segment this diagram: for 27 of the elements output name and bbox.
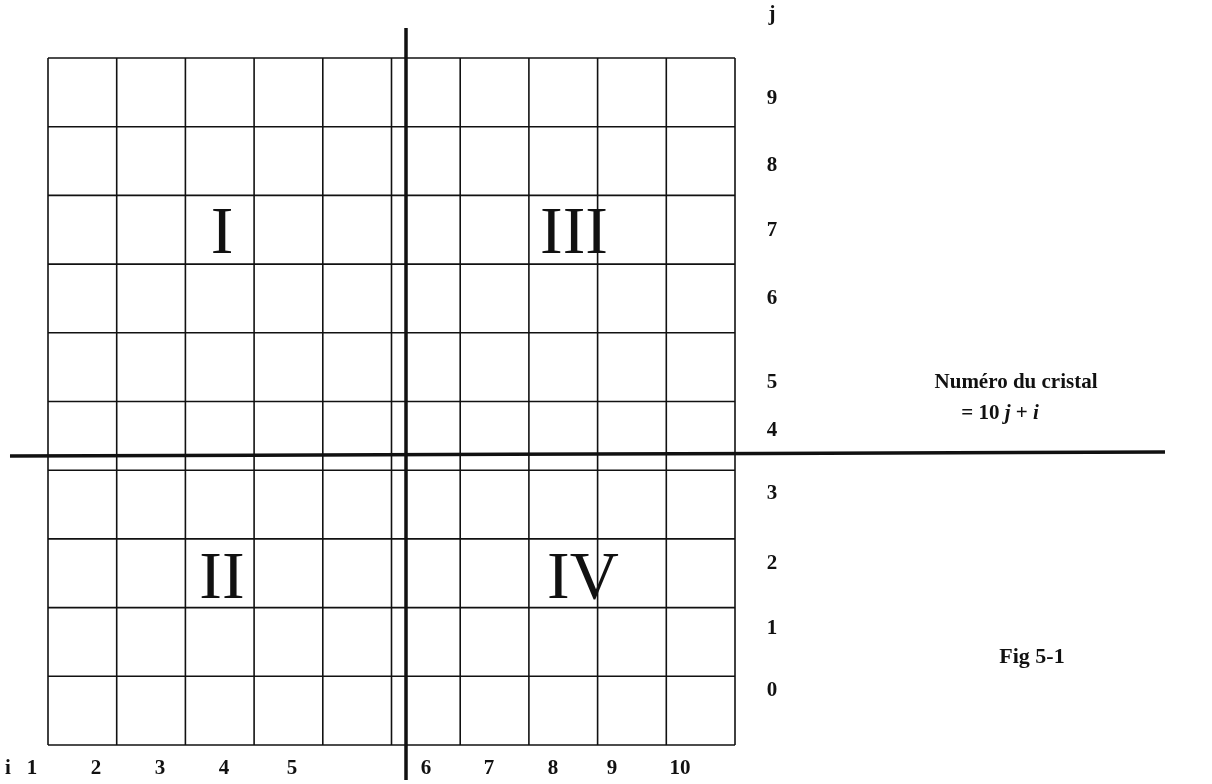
- axis-tick-label: 9: [766, 84, 778, 112]
- axis-tick-label: 3: [154, 754, 166, 782]
- axis-tick-label: 2: [90, 754, 102, 782]
- axis-tick-label: 0: [766, 676, 778, 704]
- quadrant-numeral: II: [199, 541, 245, 609]
- axis-tick-label: 8: [547, 754, 559, 782]
- axis-tick-label: 6: [766, 284, 778, 312]
- axis-tick-label: 1: [26, 754, 38, 782]
- axis-tick-label: 5: [766, 368, 778, 396]
- formula-note: Numéro du cristal: [934, 368, 1098, 396]
- axis-tick-label: 8: [766, 151, 778, 179]
- formula-note: = 10 j + i: [961, 399, 1039, 427]
- figure-caption: Fig 5-1: [999, 641, 1065, 670]
- axis-tick-label: 7: [483, 754, 495, 782]
- axis-tick-label: 4: [766, 416, 778, 444]
- axis-tick-label: 6: [420, 754, 432, 782]
- axis-tick-label: 1: [766, 614, 778, 642]
- axis-tick-label: 7: [766, 216, 778, 244]
- axis-tick-label: 4: [218, 754, 230, 782]
- axis-tick-label: 3: [766, 479, 778, 507]
- axis-tick-label: 2: [766, 549, 778, 577]
- axis-tick-label: 10: [669, 754, 691, 782]
- quadrant-numeral: I: [210, 196, 234, 264]
- axis-tick-label: j: [768, 0, 776, 28]
- axis-tick-label: 9: [606, 754, 618, 782]
- axis-tick-label: i: [5, 754, 11, 782]
- axis-tick-label: 5: [286, 754, 298, 782]
